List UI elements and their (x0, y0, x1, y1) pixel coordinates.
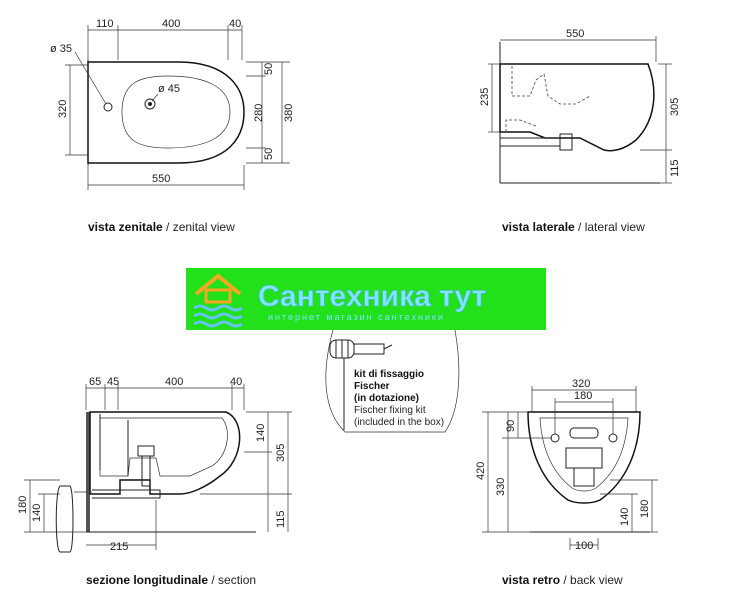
kit-line-5: (included in the box) (354, 417, 444, 428)
back-dim-420: 420 (475, 462, 487, 480)
top-dim-320: 320 (57, 100, 69, 118)
section-dim-115: 115 (275, 510, 287, 528)
back-dim-90: 90 (505, 420, 517, 432)
watermark-title: Сантехника тут (258, 280, 486, 313)
side-dim-550: 550 (566, 28, 584, 40)
watermark-subtitle: интернет магазин сантехники (268, 312, 445, 322)
section-view-caption-bold: sezione longitudinale (86, 573, 208, 587)
top-dim-110: 110 (96, 18, 114, 30)
top-dim-dia45: ø 45 (158, 83, 180, 95)
top-dim-280: 280 (253, 104, 265, 122)
top-dim-550: 550 (152, 173, 170, 185)
back-view-caption: vista retro / back view (502, 573, 623, 587)
lateral-view-caption-rest: / lateral view (575, 220, 645, 234)
fischer-anchor-icon (329, 339, 393, 430)
top-view: 110 400 40 ø 35 ø 45 320 50 280 50 380 5… (50, 18, 295, 234)
kit-line-3: (in dotazione) (354, 393, 419, 404)
section-dim-65: 65 (89, 376, 101, 388)
side-dim-115: 115 (669, 159, 681, 177)
house-wave-logo-icon (193, 273, 243, 328)
back-dim-320: 320 (572, 378, 590, 390)
watermark-background (186, 268, 546, 330)
lateral-view-caption: vista laterale / lateral view (502, 220, 645, 234)
section-dim-180: 180 (17, 496, 29, 514)
top-dim-40: 40 (229, 18, 241, 30)
side-dim-305: 305 (669, 98, 681, 116)
section-dim-40: 40 (230, 376, 242, 388)
back-view-caption-bold: vista retro (502, 573, 560, 587)
back-dim-100: 100 (575, 540, 593, 552)
back-dim-140: 140 (619, 508, 631, 526)
top-dim-dia35: ø 35 (50, 43, 72, 55)
section-dim-45: 45 (107, 376, 119, 388)
section-view-caption: sezione longitudinale / section (86, 573, 256, 587)
back-dim-180b: 180 (639, 500, 651, 518)
section-dim-140: 140 (255, 424, 267, 442)
back-view: 320 180 90 420 330 140 180 100 vista ret… (475, 378, 658, 587)
side-dim-235: 235 (479, 88, 491, 106)
top-view-caption-bold: vista zenitale (88, 220, 163, 234)
back-view-caption-rest: / back view (560, 573, 623, 587)
section-dim-215: 215 (110, 541, 128, 553)
back-dim-180: 180 (574, 390, 592, 402)
section-view-caption-rest: / section (208, 573, 256, 587)
fixing-kit-callout: kit di fissaggio Fischer (in dotazione) … (325, 329, 460, 433)
lateral-view-caption-bold: vista laterale (502, 220, 575, 234)
section-dim-400: 400 (165, 376, 183, 388)
watermark-banner: Сантехника тут интернет магазин сантехни… (186, 268, 546, 330)
top-dim-50b: 50 (263, 148, 275, 160)
kit-line-2: Fischer (354, 381, 390, 392)
back-dim-330: 330 (495, 478, 507, 496)
top-dim-380: 380 (283, 104, 295, 122)
top-view-caption-rest: / zenital view (163, 220, 235, 234)
kit-line-1: kit di fissaggio (354, 369, 424, 380)
section-view: 65 45 400 40 140 305 115 180 140 215 sez… (17, 376, 292, 587)
top-dim-400: 400 (162, 18, 180, 30)
top-dim-50a: 50 (263, 63, 275, 75)
section-dim-140b: 140 (31, 504, 43, 522)
top-view-caption: vista zenitale / zenital view (88, 220, 235, 234)
section-dim-305: 305 (275, 444, 287, 462)
lateral-view: 550 235 305 115 vista laterale / lateral… (479, 28, 681, 234)
kit-line-4: Fischer fixing kit (354, 405, 426, 416)
